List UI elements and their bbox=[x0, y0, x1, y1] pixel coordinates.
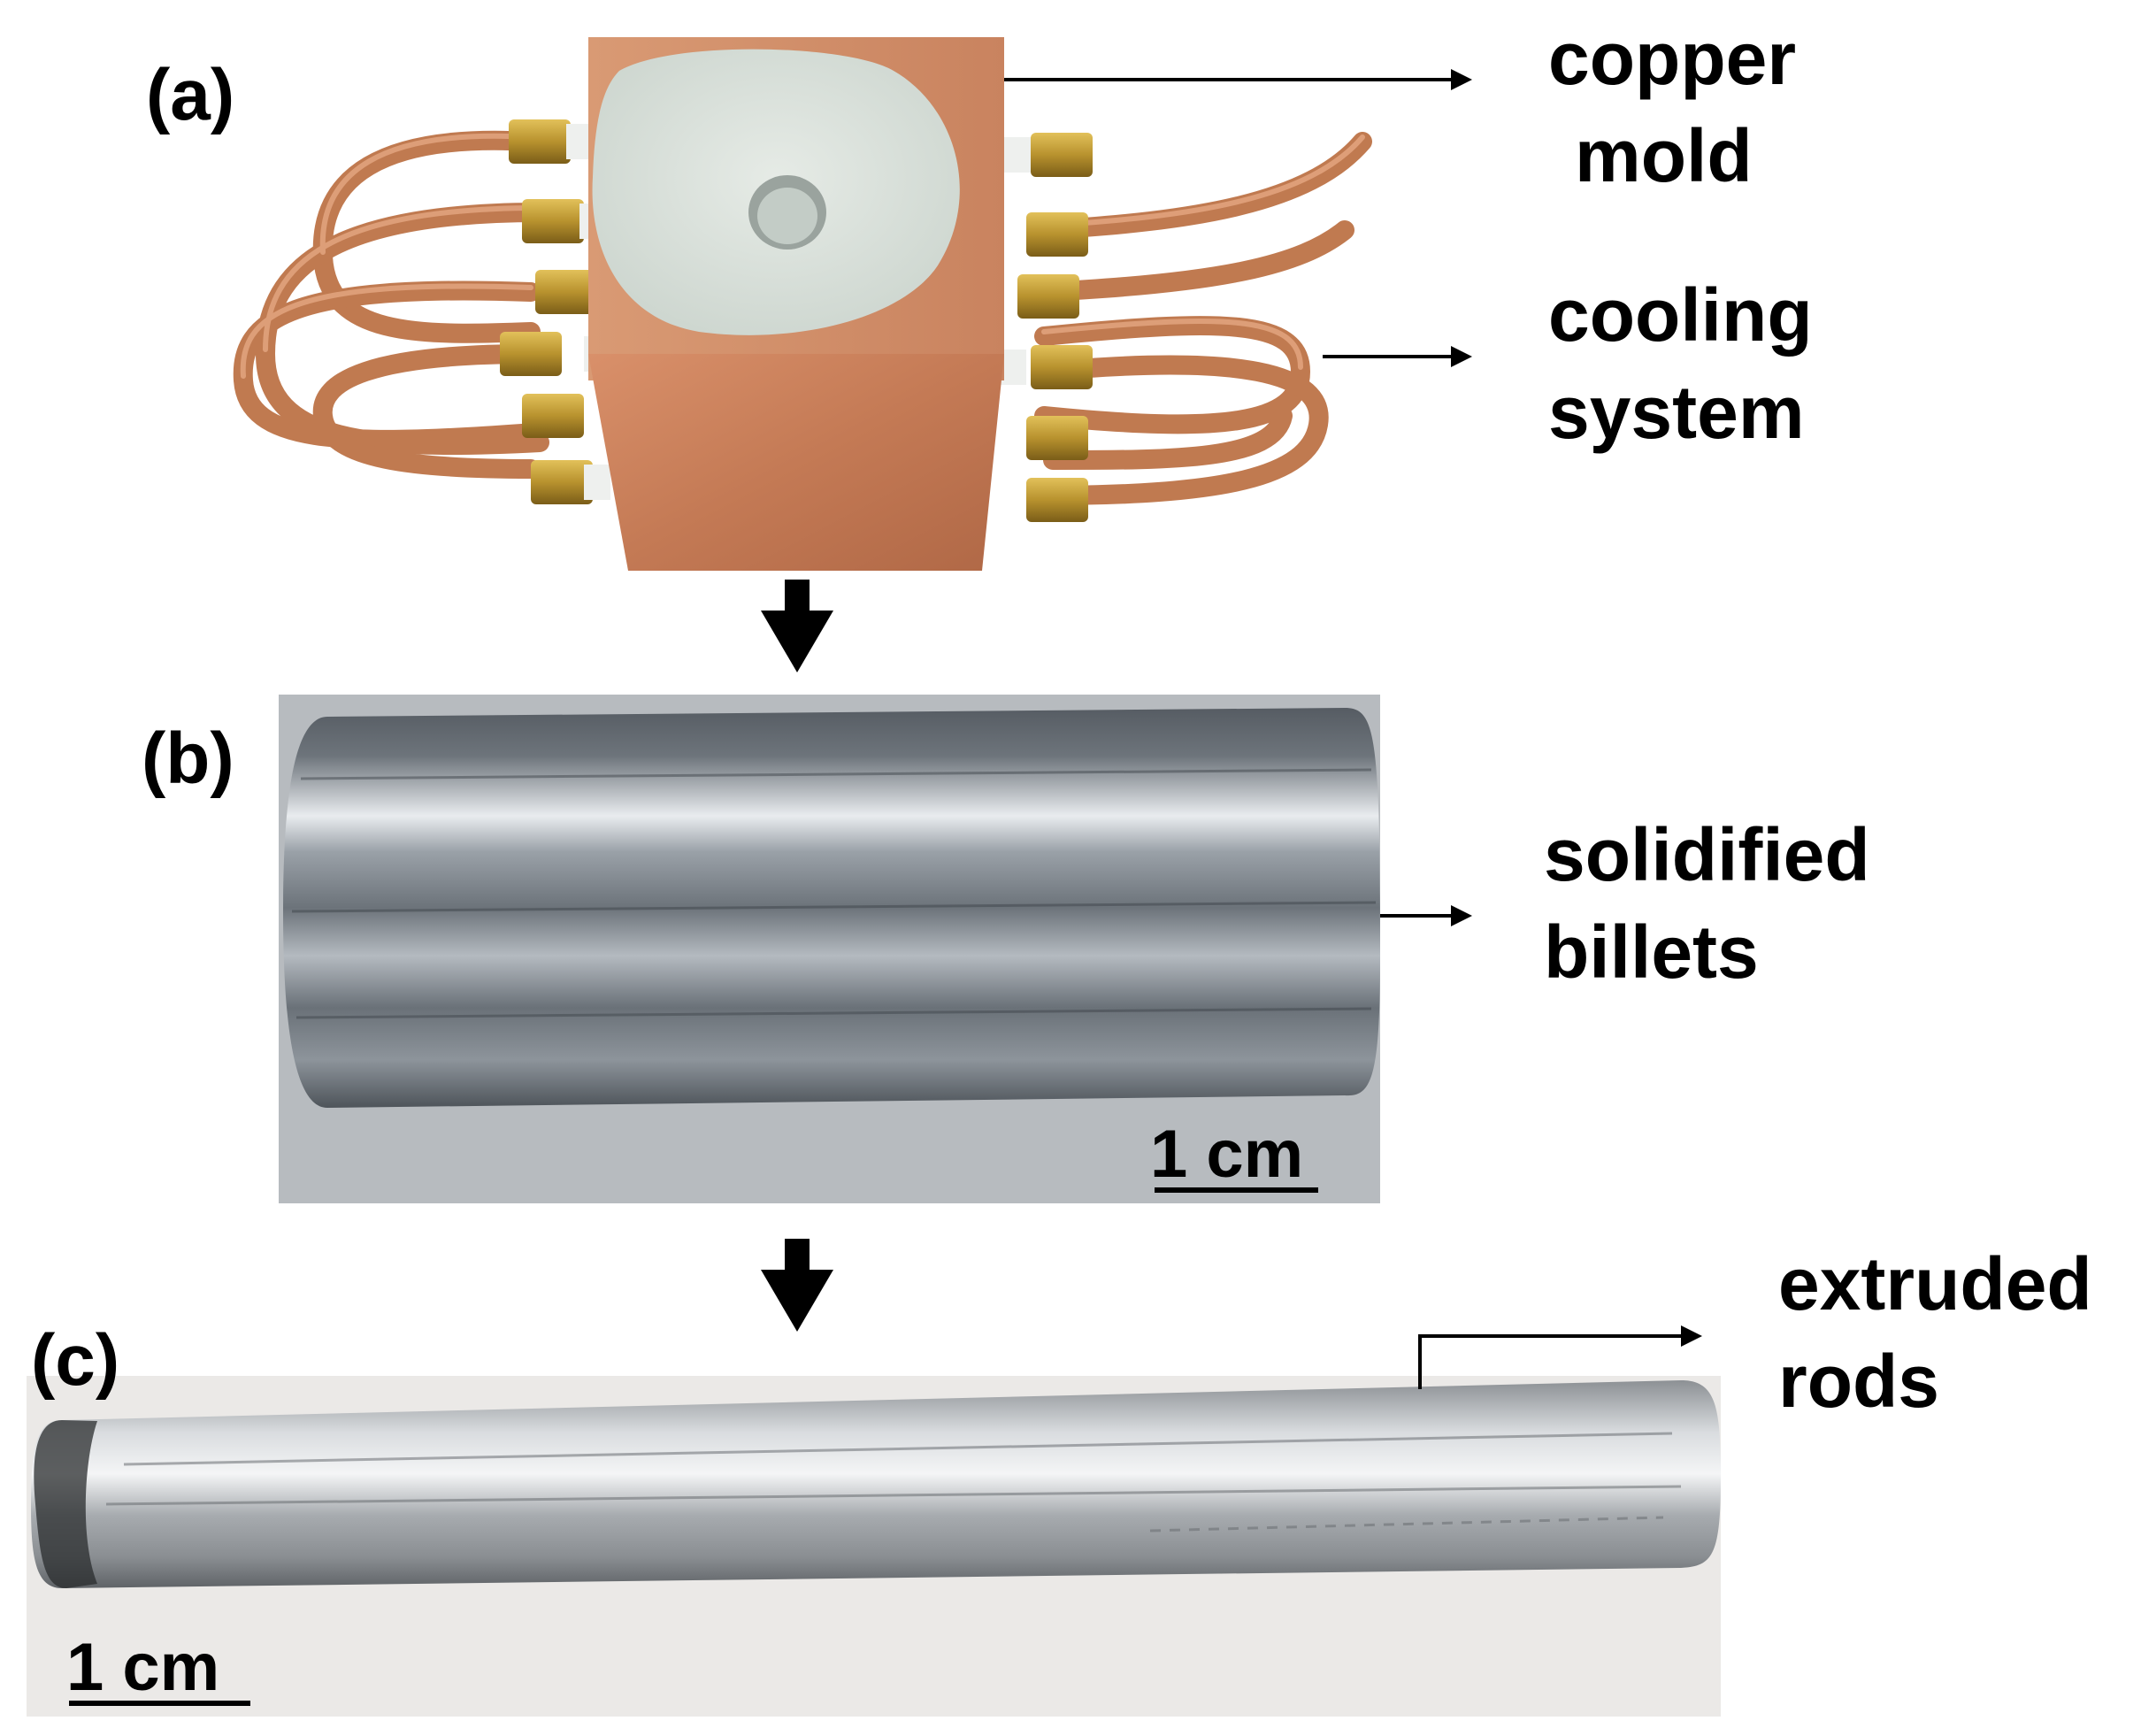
flow-arrow-a-to-b bbox=[761, 580, 833, 672]
scalebar-label-b: 1 cm bbox=[1150, 1117, 1303, 1192]
callout-solidified-billets-line1: solidified bbox=[1544, 813, 1870, 896]
copper-mold bbox=[588, 37, 1004, 571]
panel-a-label: (a) bbox=[146, 55, 234, 135]
callout-copper-mold-line1: copper bbox=[1548, 17, 1796, 100]
panel-b bbox=[279, 695, 1380, 1203]
scalebar-label-c: 1 cm bbox=[66, 1630, 219, 1705]
cooling-tubes-right-highlight bbox=[1041, 134, 1365, 370]
callout-copper-mold-line2: mold bbox=[1575, 114, 1753, 197]
cooling-tubes-left bbox=[233, 130, 549, 479]
rod-end-dark bbox=[34, 1420, 97, 1588]
panel-c bbox=[27, 1376, 1721, 1717]
panel-c-label: (c) bbox=[31, 1320, 119, 1401]
leader-extruded-rods bbox=[1418, 1325, 1702, 1389]
callout-cooling-system-line1: cooling bbox=[1548, 273, 1813, 357]
extruded-rod bbox=[31, 1380, 1721, 1588]
callout-leaders bbox=[1004, 69, 1702, 1389]
billet-machining-lines bbox=[291, 768, 1377, 1019]
cooling-tubes-left-highlight bbox=[240, 133, 542, 379]
flow-arrow-b-to-c bbox=[761, 1239, 833, 1332]
callout-extruded-rods-line2: rods bbox=[1778, 1340, 1939, 1423]
callout-cooling-system-line2: system bbox=[1548, 371, 1805, 454]
brass-fittings-right bbox=[1000, 133, 1093, 522]
callout-extruded-rods-line1: extruded bbox=[1778, 1242, 2092, 1325]
panel-a bbox=[233, 37, 1372, 571]
rod-surface-lines bbox=[105, 1432, 1682, 1532]
cooling-tubes-right bbox=[1034, 132, 1372, 505]
callout-solidified-billets-line2: billets bbox=[1544, 910, 1759, 994]
panel-b-label: (b) bbox=[142, 718, 234, 799]
